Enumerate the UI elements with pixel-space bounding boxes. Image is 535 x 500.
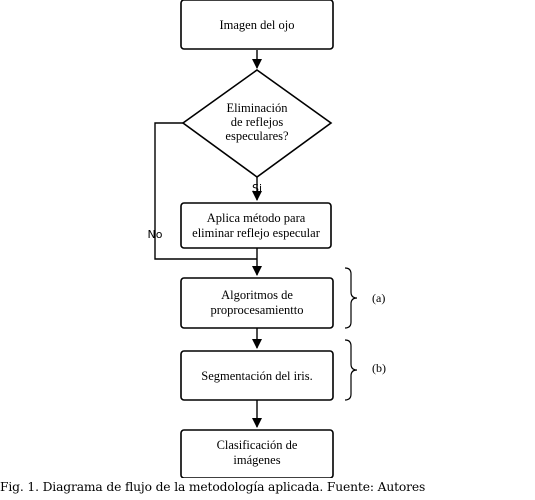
flowchart: Si No Imagen del ojo Eliminación de refl… [148,0,386,478]
node-aplica-metodo-line-1: Aplica método para [207,211,306,225]
node-imagen-del-ojo [180,0,334,50]
node-decision-line-3: especulares? [225,129,289,143]
annotation-a: (a) [372,291,385,305]
edge-label-si: Si [252,182,262,195]
node-aplica-metodo-line-2: eliminar reflejo especular [192,226,321,240]
edge-n2-n4 [154,122,257,260]
annotation-b: (b) [372,361,386,375]
node-clasificacion [180,429,334,478]
edge-label-no: No [148,228,163,241]
node-segmentacion [180,350,334,401]
node-algoritmos-line-2: proprocesamientto [210,303,303,317]
node-segmentacion-line-1: Segmentación del iris. [201,369,312,383]
brace-a [344,267,358,329]
node-decision-line-2: de reflejos [231,115,284,129]
node-aplica-metodo [180,202,332,249]
node-decision-line-1: Eliminación [226,101,288,115]
node-algoritmos [180,277,334,329]
node-algoritmos-line-1: Algoritmos de [221,288,293,302]
figure-caption: Fig. 1. Diagrama de flujo de la metodolo… [0,480,426,494]
node-decision-reflejos [181,69,333,178]
brace-b [344,339,358,401]
node-clasificacion-line-1: Clasificación de [217,438,298,452]
node-clasificacion-line-2: imágenes [233,453,280,467]
node-imagen-del-ojo-line-1: Imagen del ojo [220,18,295,32]
